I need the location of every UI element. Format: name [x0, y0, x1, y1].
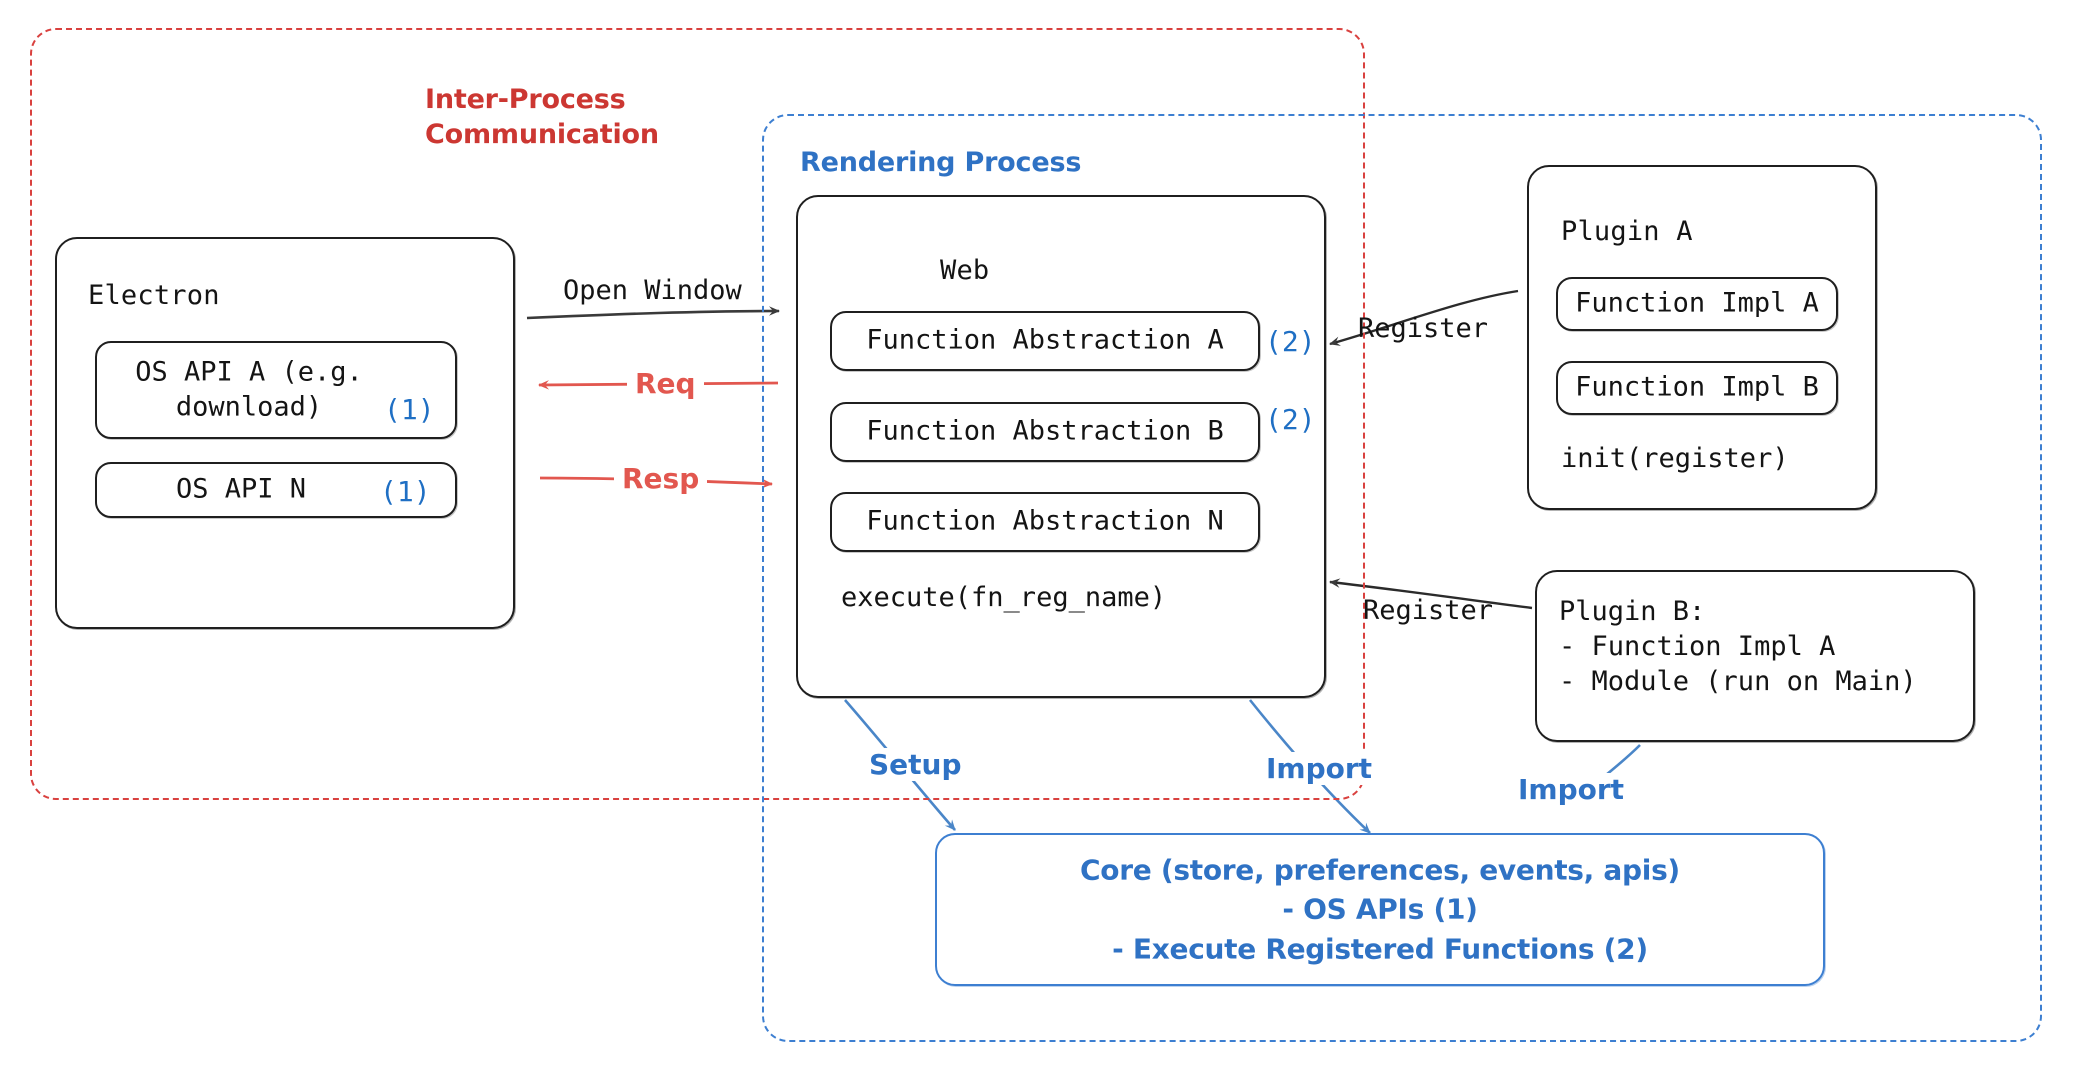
- function-abstraction-n-label: Function Abstraction N: [866, 505, 1224, 537]
- function-impl-b-box[interactable]: Function Impl B: [1556, 361, 1838, 415]
- web-execute-label: execute(fn_reg_name): [841, 582, 1167, 613]
- group-rendering-process: [762, 114, 2042, 1042]
- plugin-a-title: Plugin A: [1561, 216, 1693, 247]
- function-abstraction-a-label: Function Abstraction A: [866, 324, 1224, 356]
- os-api-a-label: OS API A (e.g. download): [135, 356, 363, 422]
- web-title: Web: [940, 255, 990, 286]
- plugin-a-box[interactable]: [1527, 165, 1877, 510]
- edge-label-open-window: Open Window: [563, 275, 742, 306]
- function-abstraction-b-label: Function Abstraction B: [866, 415, 1224, 447]
- group-ipc: [30, 28, 1365, 800]
- edge-label-setup: Setup: [863, 748, 968, 781]
- group-rendering-process-label: Rendering Process: [800, 147, 1082, 178]
- os-api-n-label: OS API N: [175, 473, 307, 505]
- os-api-n-marker: (1): [380, 475, 431, 508]
- function-impl-a-box[interactable]: Function Impl A: [1556, 277, 1838, 331]
- function-impl-a-label: Function Impl A: [1575, 287, 1819, 319]
- os-api-a-marker: (1): [384, 393, 435, 426]
- function-abstraction-a-marker: (2): [1265, 325, 1316, 358]
- plugin-a-init-label: init(register): [1561, 443, 1789, 474]
- plugin-b-text: Plugin B: - Function Impl A - Module (ru…: [1559, 596, 1917, 698]
- edge-label-req: Req: [627, 367, 704, 400]
- os-api-a-box[interactable]: OS API A (e.g. download): [95, 341, 457, 439]
- edge-label-import-plugin-b: Import: [1512, 773, 1631, 806]
- electron-title: Electron: [88, 280, 220, 311]
- core-box[interactable]: Core (store, preferences, events, apis) …: [935, 833, 1825, 986]
- edge-label-register-plugin-b: Register: [1363, 595, 1494, 626]
- function-abstraction-a-box[interactable]: Function Abstraction A: [830, 311, 1260, 371]
- function-impl-b-label: Function Impl B: [1575, 371, 1819, 403]
- function-abstraction-n-box[interactable]: Function Abstraction N: [830, 492, 1260, 552]
- edge-label-resp: Resp: [614, 462, 708, 495]
- function-abstraction-b-marker: (2): [1265, 403, 1316, 436]
- edge-label-import-web: Import: [1260, 752, 1379, 785]
- function-abstraction-b-box[interactable]: Function Abstraction B: [830, 402, 1260, 462]
- os-api-n-box[interactable]: OS API N: [95, 462, 457, 518]
- core-text: Core (store, preferences, events, apis) …: [1080, 852, 1680, 966]
- plugin-b-box[interactable]: Plugin B: - Function Impl A - Module (ru…: [1535, 570, 1975, 742]
- edge-label-register-plugin-a: Register: [1358, 313, 1489, 344]
- group-ipc-label: Inter-Process Communication: [425, 84, 659, 151]
